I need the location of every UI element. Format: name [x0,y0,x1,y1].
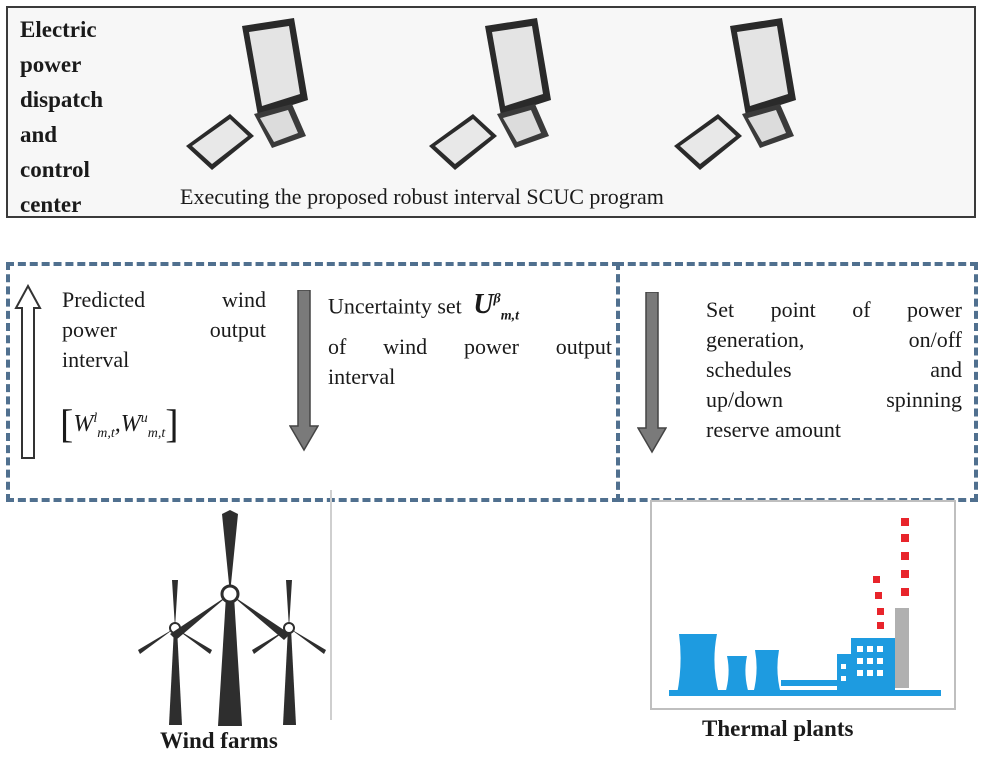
center-label-line: control [20,157,90,182]
formula-w: W [120,411,141,437]
wind-farms-label: Wind farms [160,728,278,753]
formula-sup-upper: u [140,411,148,426]
control-center-label: Electric power dispatch and control cent… [20,12,170,222]
text-word: on/off [908,327,962,352]
uncertainty-symbol: Uβm,t [473,289,519,324]
text-word: generation, [706,327,805,352]
uncertainty-label: Uncertainty set [328,293,462,319]
text-row: reserve amount [706,417,841,442]
text-row: Predicted wind [62,285,266,315]
computer-icon [674,18,796,170]
text-row: generation, on/off [706,325,962,355]
text-word: up/down [706,387,783,412]
predicted-wind-text: Predicted wind power output interval [62,285,266,375]
setpoint-text: Set point of power generation, on/off sc… [706,295,962,445]
text-word: power [907,297,962,322]
program-caption: Executing the proposed robust interval S… [180,184,664,209]
text-row: schedules and [706,355,962,385]
center-label-line: dispatch [20,87,104,112]
center-label-line: Electric [20,17,97,42]
text-row: up/down spinning [706,385,962,415]
text-word: wind [222,287,266,312]
wind-turbine-icon [138,510,326,726]
symbol-sub: m,t [500,308,519,324]
arrow-down-icon [289,290,319,452]
symbol-u: U [473,289,494,321]
left-bracket: [ [60,401,74,446]
formula-separator: , [114,411,121,437]
formula-w: W [73,411,94,437]
text-word: output [555,333,612,359]
computer-icon [186,18,308,170]
center-label-line: and [20,122,58,147]
text-word: of [328,333,347,359]
text-word: output [209,317,266,342]
thermal-plants-label: Thermal plants [702,716,854,741]
text-word: point [770,297,816,322]
text-row: interval [328,363,396,389]
uncertainty-set-text: Uncertainty set Uβm,t of wind power outp… [328,285,612,392]
text-row: Uncertainty set Uβm,t [328,285,612,332]
computer-icon [429,18,551,170]
text-word: spinning [886,387,962,412]
text-word: Predicted [62,287,146,312]
right-bracket: ] [165,401,179,446]
arrow-up-icon [14,284,42,459]
center-label-line: center [20,192,82,217]
text-word: and [930,357,962,382]
text-row: power output [62,315,266,345]
text-row: Set point of power [706,295,962,325]
text-word: schedules [706,357,792,382]
text-row: of wind power output [328,332,612,362]
text-word: of [852,297,871,322]
arrow-down-icon [637,292,667,454]
text-word: Set [706,297,735,322]
text-row: interval [62,347,130,372]
formula-sup-lower: l [93,411,98,426]
interval-formula: [Wlm,t,Wum,t] [60,400,179,447]
text-word: wind [383,333,428,359]
text-word: power [463,333,519,359]
symbol-sup: β [493,292,501,307]
formula-sub: m,t [147,425,166,441]
formula-sub: m,t [97,425,115,441]
center-label-line: power [20,52,82,77]
thermal-plant-frame [650,500,956,710]
wind-farm-frame [122,490,332,720]
text-word: power [62,317,117,342]
thermal-plant-icon [669,518,941,696]
